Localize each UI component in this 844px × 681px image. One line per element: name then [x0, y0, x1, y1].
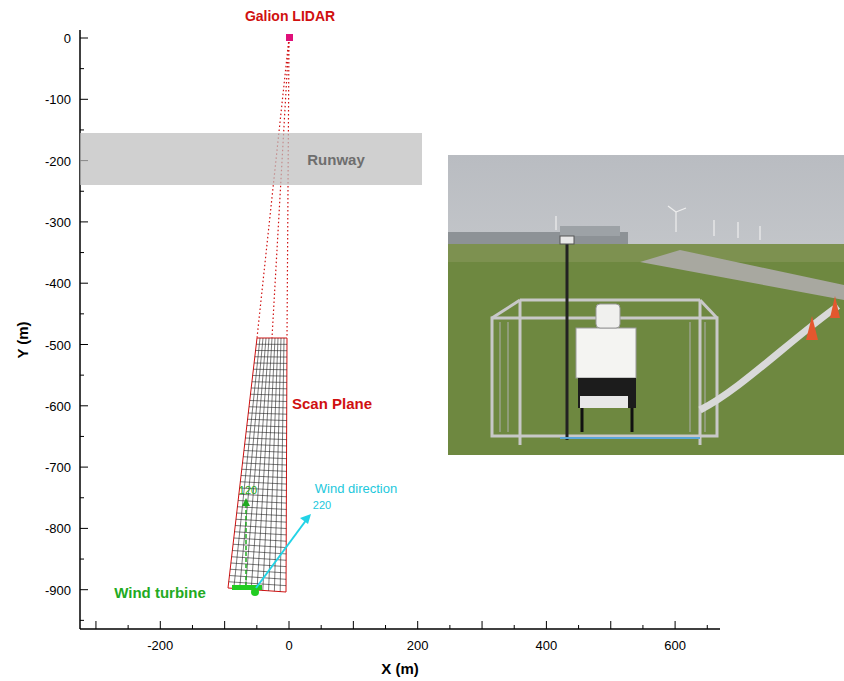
wind-direction-arrow [256, 514, 311, 588]
angle-value: 120 [239, 485, 257, 496]
tick-label: -200 [45, 154, 71, 167]
lidar-marker [286, 34, 293, 41]
tick-label: -500 [45, 338, 71, 351]
axis-title: X (m) [381, 661, 419, 676]
tick-label: -200 [147, 639, 173, 652]
tick-label: 600 [664, 639, 686, 652]
tick-label: -600 [45, 399, 71, 412]
tick-label: 0 [64, 32, 71, 45]
site-photo [448, 155, 844, 455]
region-label: Scan Plane [292, 396, 372, 411]
tick-label: -400 [45, 277, 71, 290]
scan-plane [228, 338, 287, 592]
tick-label: -700 [45, 461, 71, 474]
instrument-label: Galion LIDAR [245, 9, 335, 23]
tick-label: 400 [536, 639, 558, 652]
axis-title: Y (m) [15, 321, 30, 358]
tick-label: -300 [45, 215, 71, 228]
tick-label: -100 [45, 93, 71, 106]
tick-label: 0 [285, 639, 292, 652]
turbine-label: Wind turbine [114, 585, 206, 600]
wind-turbine-symbol [232, 498, 262, 596]
arrow-label: Wind direction [315, 482, 397, 495]
tick-label: -800 [45, 522, 71, 535]
axes [80, 30, 720, 629]
runway-label: Runway [307, 152, 365, 167]
axis-ticks [80, 38, 707, 629]
runway-band: Runway [80, 133, 422, 185]
lidar-beams [257, 38, 289, 338]
tick-label: -900 [45, 583, 71, 596]
angle-value: 220 [313, 500, 331, 511]
tick-label: 200 [407, 639, 429, 652]
